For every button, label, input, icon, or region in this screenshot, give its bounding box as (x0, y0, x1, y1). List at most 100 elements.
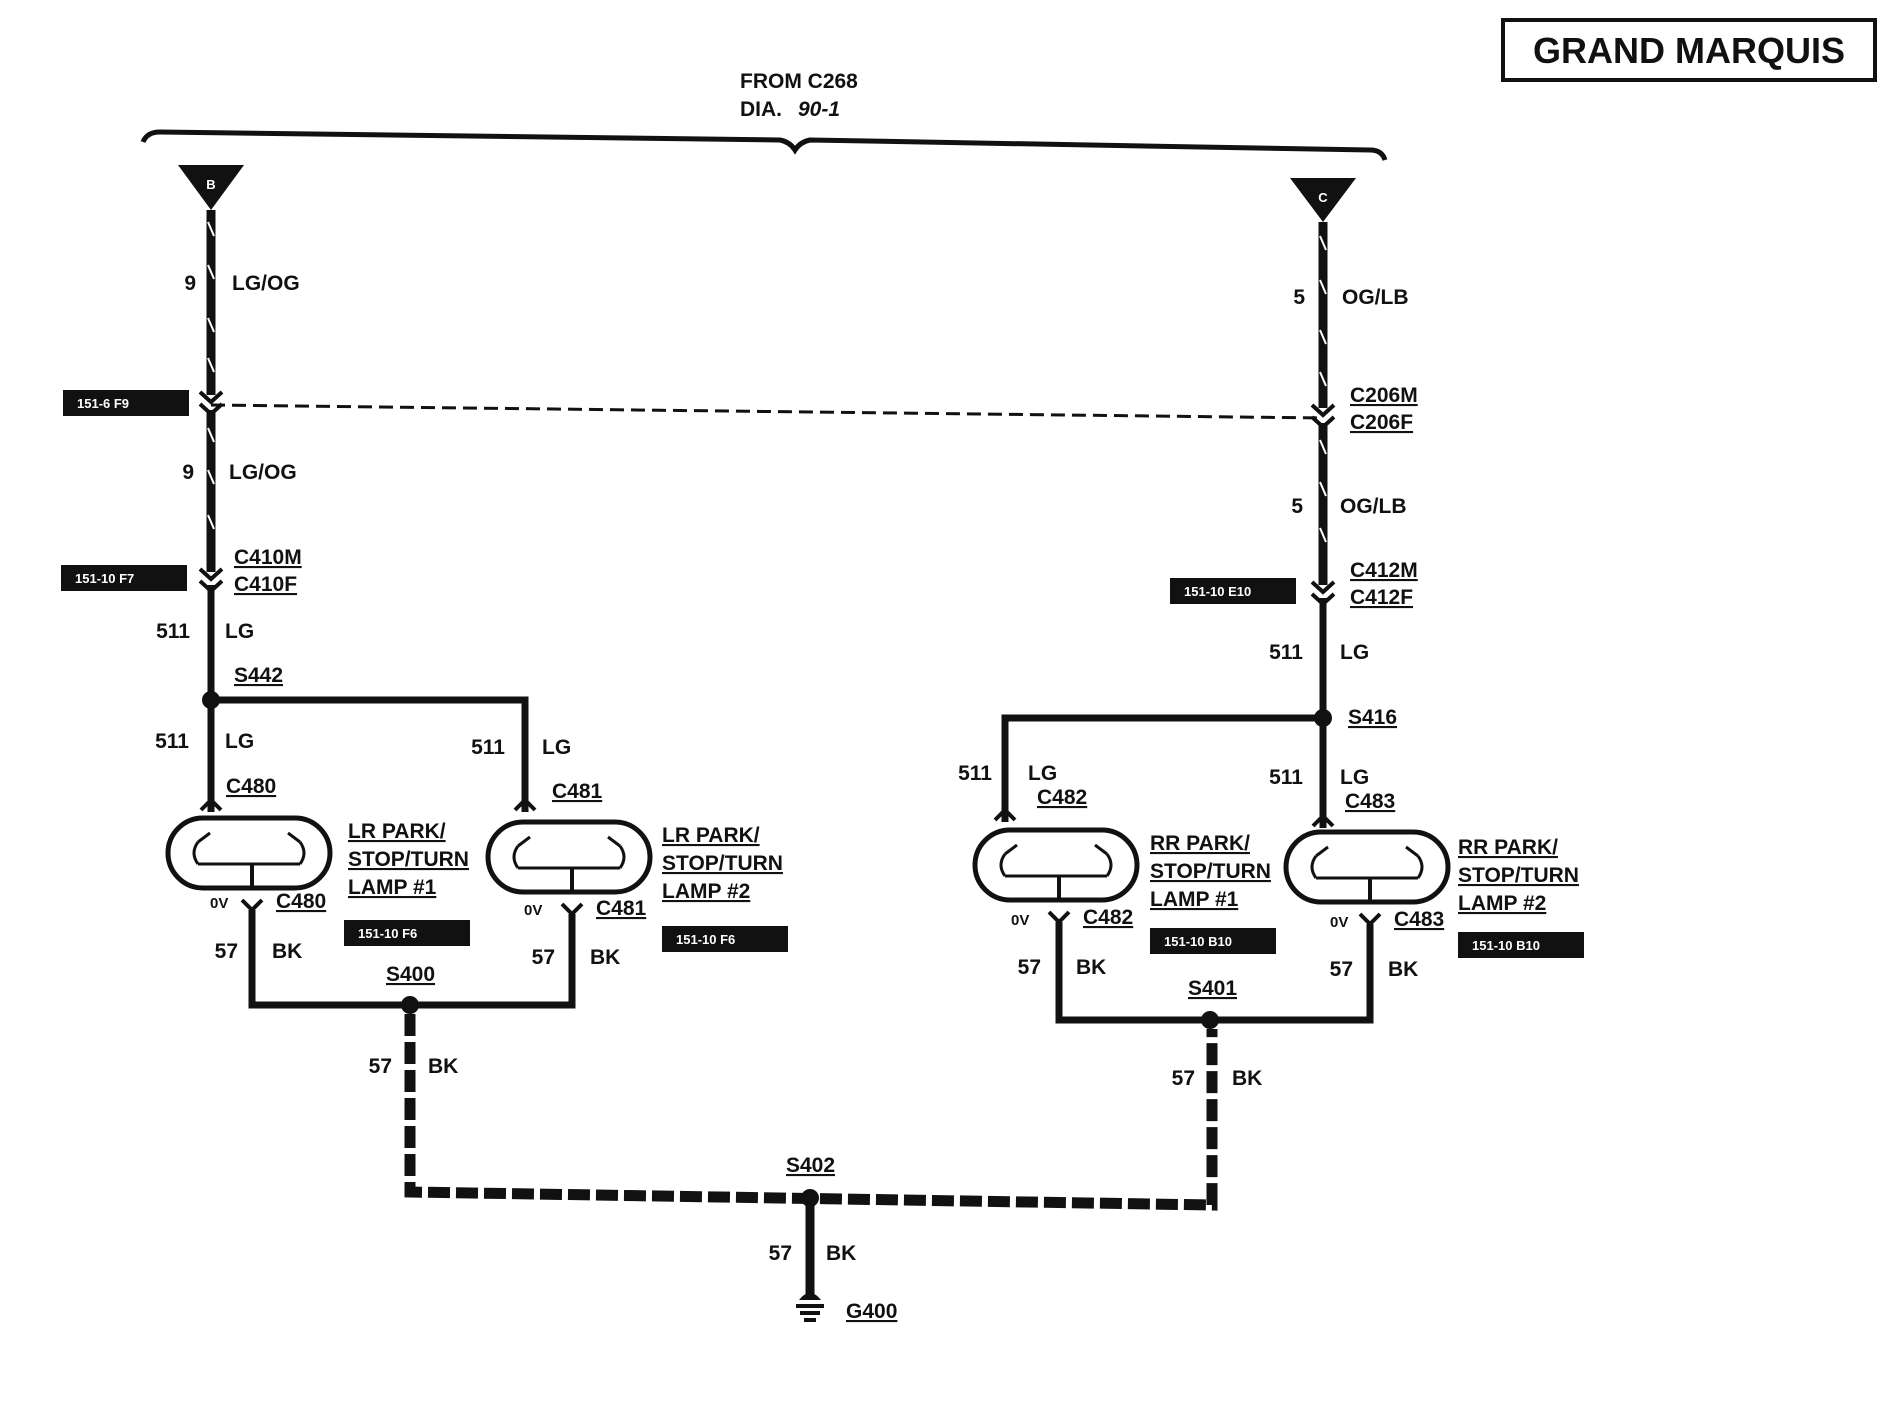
splice-s442: S442 (234, 664, 283, 687)
splice-s442-dot (202, 691, 220, 709)
lamp-lr1 (165, 815, 333, 891)
ref-box-4 (344, 920, 470, 946)
terminal-c-label: C (1318, 190, 1328, 205)
component-boundary-dashed (210, 403, 1324, 420)
svg-text:5: 5 (1293, 286, 1305, 309)
ref-text-6: 151-10 B10 (1164, 934, 1232, 949)
ref-text-5: 151-10 F6 (676, 932, 735, 947)
lamp-rr1-line1: RR PARK/ (1150, 832, 1250, 855)
ground-symbol-icon (796, 1304, 824, 1322)
svg-text:OG/LB: OG/LB (1340, 495, 1407, 518)
terminal-c-marker (1290, 178, 1356, 222)
svg-text:LG/OG: LG/OG (229, 461, 297, 484)
ref-box-6 (1150, 928, 1276, 954)
terminal-b-label: B (206, 177, 215, 192)
lamp-rr2 (1283, 829, 1451, 905)
lamp-lr1-line2: STOP/TURN (348, 848, 469, 871)
lamp-rr2-line3: LAMP #2 (1458, 892, 1546, 915)
svg-text:57: 57 (369, 1055, 392, 1078)
connector-c412m: C412M (1350, 559, 1418, 582)
lamp-lr2 (485, 819, 653, 895)
ref-text-3: 151-10 E10 (1184, 584, 1251, 599)
terminal-b-marker (178, 165, 244, 210)
title-box (1501, 18, 1877, 82)
connector-labels: C206M C206F C410M C410F C412M C412F C480… (226, 384, 1444, 931)
ref-box-1 (63, 390, 189, 416)
splice-labels: S442 S416 S400 S401 S402 G400 (234, 664, 1397, 1323)
svg-text:OG/LB: OG/LB (1342, 286, 1409, 309)
splice-s400-dot (401, 996, 419, 1014)
wire-right-branch1 (1001, 714, 1323, 822)
svg-text:57: 57 (1172, 1067, 1195, 1090)
svg-text:LG: LG (542, 736, 571, 759)
ref-text-4: 151-10 F6 (358, 926, 417, 941)
svg-text:511: 511 (156, 620, 190, 643)
splice-s400: S400 (386, 963, 435, 986)
connector-c481-top: C481 (552, 780, 603, 803)
splice-s402-dot (801, 1189, 819, 1207)
svg-text:511: 511 (1269, 766, 1303, 789)
source-label: FROM C268 (740, 70, 858, 93)
connector-c483-bot: C483 (1394, 908, 1444, 931)
svg-text:BK: BK (590, 946, 620, 969)
lamp-lr2-line2: STOP/TURN (662, 852, 783, 875)
svg-text:BK: BK (1076, 956, 1106, 979)
lamp-lr1-line3: LAMP #1 (348, 876, 437, 899)
svg-text:511: 511 (471, 736, 505, 759)
ground-g400: G400 (846, 1300, 897, 1323)
lamp-rr2-line1: RR PARK/ (1458, 836, 1558, 859)
splice-s416-dot (1314, 709, 1332, 727)
svg-text:BK: BK (826, 1242, 856, 1265)
svg-text:0V: 0V (210, 895, 228, 912)
connector-symbols (198, 390, 1336, 828)
svg-text:BK: BK (1388, 958, 1418, 981)
lamp-lr2-line1: LR PARK/ (662, 824, 760, 847)
lamp-rr2-line2: STOP/TURN (1458, 864, 1579, 887)
ref-box-2 (61, 565, 187, 591)
ref-box-5 (662, 926, 788, 952)
svg-text:9: 9 (182, 461, 194, 484)
wire-labels: 9 LG/OG 9 LG/OG 511 LG 511 LG 511 LG 5 O… (155, 272, 1418, 1265)
wire-tick-marks (207, 221, 1327, 543)
svg-text:5: 5 (1291, 495, 1303, 518)
svg-text:9: 9 (184, 272, 196, 295)
diagram-title: GRAND MARQUIS (1533, 30, 1845, 71)
connector-c412f: C412F (1350, 586, 1413, 609)
ref-text-7: 151-10 B10 (1472, 938, 1540, 953)
source-dia-label: DIA. (740, 98, 782, 121)
svg-text:57: 57 (215, 940, 238, 963)
svg-text:57: 57 (1330, 958, 1353, 981)
lamp-lr2-line3: LAMP #2 (662, 880, 750, 903)
svg-text:LG: LG (1340, 641, 1369, 664)
wire-left-branch2 (211, 696, 529, 812)
ref-text-2: 151-10 F7 (75, 571, 134, 586)
connector-c482-top: C482 (1037, 786, 1087, 809)
source-dia-ref: 90-1 (798, 98, 840, 121)
svg-text:511: 511 (1269, 641, 1303, 664)
svg-text:BK: BK (1232, 1067, 1262, 1090)
svg-text:57: 57 (769, 1242, 792, 1265)
source-brace (140, 129, 1388, 161)
connector-c481-bot: C481 (596, 897, 647, 920)
connector-c482-bot: C482 (1083, 906, 1133, 929)
connector-c206m: C206M (1350, 384, 1418, 407)
ref-text-1: 151-6 F9 (77, 396, 129, 411)
voltage-labels: 0V 0V 0V 0V (210, 895, 1348, 931)
svg-text:LG: LG (225, 620, 254, 643)
svg-text:511: 511 (155, 730, 189, 753)
lamp-rr1-line3: LAMP #1 (1150, 888, 1239, 911)
connector-c206f: C206F (1350, 411, 1413, 434)
lamp-rr1-line2: STOP/TURN (1150, 860, 1271, 883)
svg-text:BK: BK (272, 940, 302, 963)
lamp-lr1-line1: LR PARK/ (348, 820, 446, 843)
svg-text:LG: LG (225, 730, 254, 753)
splice-s416: S416 (1348, 706, 1397, 729)
ground-bulb-icon (799, 1293, 821, 1300)
svg-text:511: 511 (958, 762, 992, 785)
svg-text:0V: 0V (524, 902, 542, 919)
splice-s402: S402 (786, 1154, 835, 1177)
ref-box-7 (1458, 932, 1584, 958)
lamp-rr1 (972, 827, 1140, 903)
connector-c410f: C410F (234, 573, 297, 596)
